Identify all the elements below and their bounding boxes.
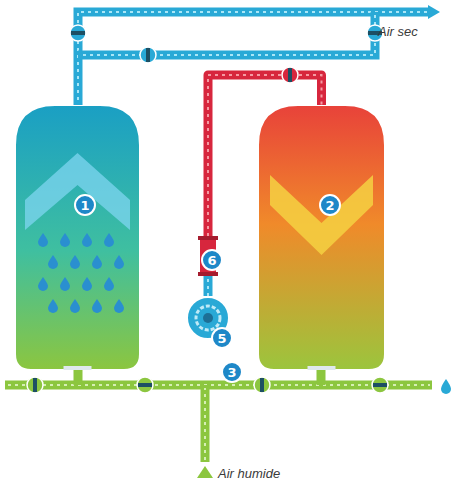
callout-number: 6	[201, 249, 223, 271]
callout-number: 1	[74, 194, 96, 216]
heater-element: 6	[198, 236, 218, 276]
valve-symbol	[27, 377, 43, 393]
outlet-label: Air sec	[378, 24, 418, 39]
drain-droplet	[441, 379, 451, 394]
valve-symbol	[372, 377, 388, 393]
inlet-label: Air humide	[218, 466, 280, 481]
desiccant-tower: 2	[258, 105, 385, 370]
valve-symbol	[70, 25, 86, 41]
pipe-connector	[208, 276, 209, 296]
dry-air-pipe	[78, 12, 428, 105]
wet-air-pipe	[5, 381, 432, 390]
regeneration-pipe	[78, 12, 375, 55]
blower-fan: 5	[186, 296, 230, 340]
node-shape	[15, 105, 140, 370]
node-shape	[258, 105, 385, 370]
inlet-pipe	[201, 385, 210, 462]
valve-symbol	[140, 47, 156, 63]
valve-symbol	[282, 67, 298, 83]
desiccant-tower: 1	[15, 105, 140, 370]
flow-chevrons	[8, 384, 430, 386]
inlet-arrow	[197, 466, 213, 478]
callout-number: 2	[319, 194, 341, 216]
callout-number: 3	[221, 361, 243, 383]
flow-chevrons	[78, 12, 428, 100]
callout-number: 5	[211, 327, 233, 349]
outlet-arrow	[428, 5, 440, 19]
flow-chevrons	[204, 388, 206, 460]
tower-outlet	[78, 368, 321, 385]
valve-symbol	[254, 377, 270, 393]
flow-chevrons	[82, 15, 375, 55]
valve-symbol	[137, 377, 153, 393]
